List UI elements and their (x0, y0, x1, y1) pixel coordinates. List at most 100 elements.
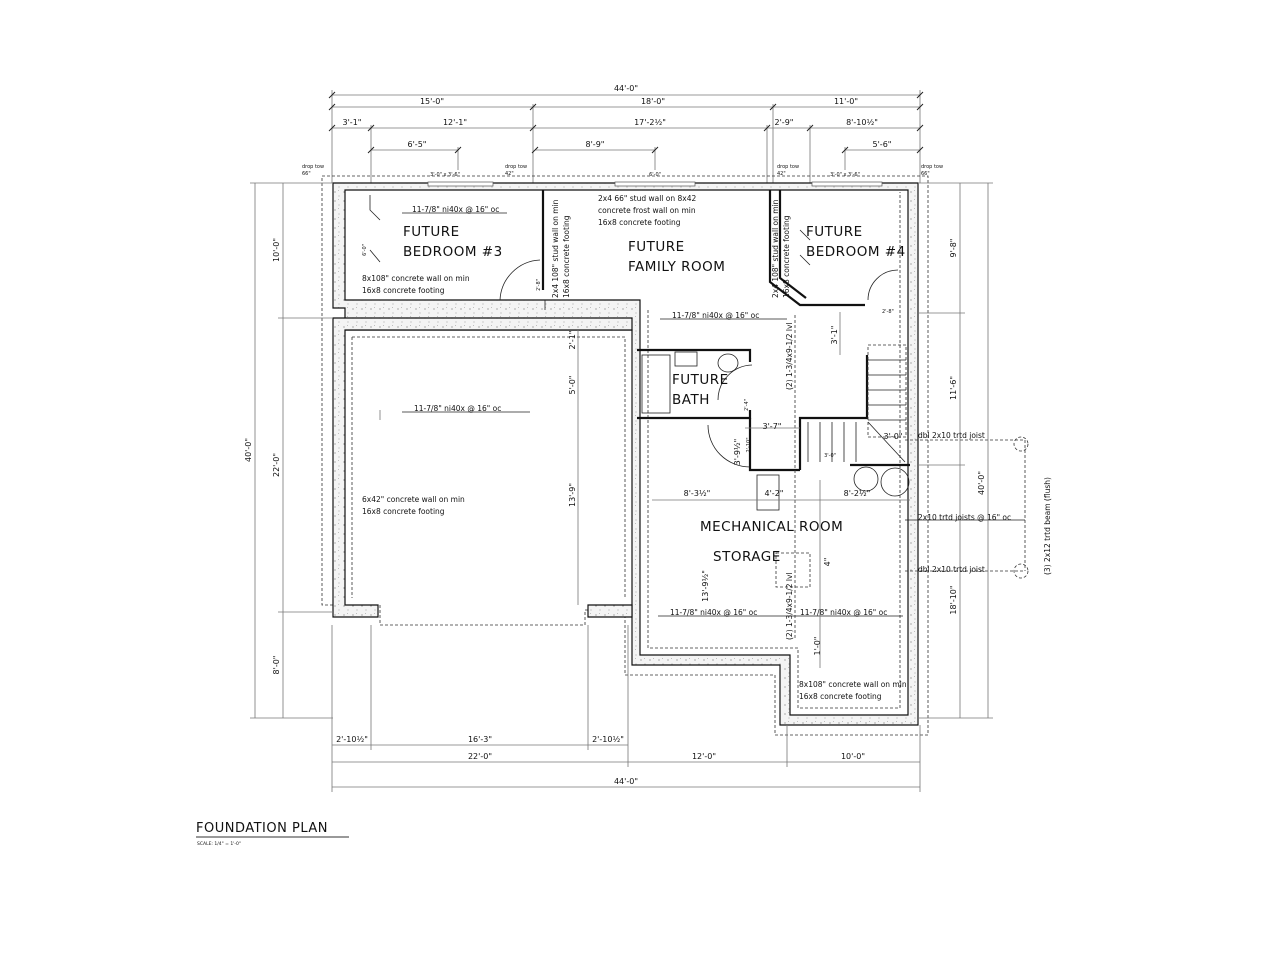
note-joist: 2x10 trtd joists @ 16" oc (918, 513, 1011, 522)
dim-label: 2'-8" (536, 279, 542, 291)
note-stud-wall: concrete frost wall on min (598, 206, 696, 215)
dim-bot-2: 12'-0" (692, 752, 716, 761)
dim-label: 3'-1" (830, 326, 839, 345)
dim-label: 13'-9½" (701, 570, 710, 602)
room-labels: FUTURE BEDROOM #3 FUTURE FAMILY ROOM FUT… (403, 224, 905, 565)
dim-label: 2'-1" (568, 331, 577, 350)
note-stud-wall: 2x4 108" stud wall on min (551, 199, 560, 298)
dim-left-1: 10'-0" (272, 238, 281, 262)
window-size-label: 3'-0" x 3'-6" (430, 172, 460, 178)
dim-label: 2'-4" (744, 399, 750, 411)
height-label: 66" (921, 171, 930, 177)
note-wall: 16x8 concrete footing (799, 692, 882, 701)
dim-label: 3'-0" (824, 453, 836, 459)
dim-label: 2'-8" (882, 309, 894, 315)
room-storage: STORAGE (713, 549, 781, 565)
height-label: 66" (302, 171, 311, 177)
window-size-label: 3'-0" x 3'-6" (830, 172, 860, 178)
room-family-line2: FAMILY ROOM (628, 259, 725, 275)
dim-bot-total: 44'-0" (614, 777, 638, 786)
dim-bot-1: 22'-0" (468, 752, 492, 761)
dim-label: 4" (823, 558, 832, 567)
foundation-walls (321, 175, 929, 736)
note-beam: (2) 1-3/4x9-1/2 lvl (785, 572, 794, 640)
room-bedroom4-line1: FUTURE (806, 224, 863, 240)
side-dimensions: 40'-0" 10'-0" 22'-0" 8'-0" 40'-0" 9'-8" … (244, 182, 993, 792)
dim-label: 3'-0" (884, 432, 903, 441)
note-stud-wall: 16x8 concrete footing (598, 218, 681, 227)
structural-notes: 11-7/8" ni40x @ 16" oc 8x108" concrete w… (362, 194, 1052, 701)
note-joist: 11-7/8" ni40x @ 16" oc (414, 404, 501, 413)
dim-label: 6'-0" (362, 244, 368, 256)
note-wall: 6x42" concrete wall on min (362, 495, 465, 504)
dim-left-3: 8'-0" (272, 656, 281, 675)
note-wall: 16x8 concrete footing (362, 286, 445, 295)
dim-label: 5'-0" (568, 376, 577, 395)
dim-label: 13'-9" (568, 483, 577, 507)
room-family-line1: FUTURE (628, 239, 685, 255)
note-beam: (2) 1-3/4x9-1/2 lvl (785, 322, 794, 390)
note-stud-wall: 16x8 concrete footing (782, 215, 791, 298)
drop-tow-label: drop tow (921, 164, 943, 170)
dim-label: 1'-0" (813, 637, 822, 656)
dim-label: 3'-9½" (733, 439, 742, 466)
note-stud-wall: 2x4 108" stud wall on min (771, 199, 780, 298)
dim-label: 4'-2" (765, 489, 784, 498)
dim-bot-3: 10'-0" (841, 752, 865, 761)
dim-top-2: 18'-0" (641, 97, 665, 106)
note-joist: dbl 2x10 trtd joist (918, 565, 985, 574)
interior-walls (369, 190, 1029, 640)
note-stud-wall: 2x4 66" stud wall on 8x42 (598, 194, 696, 203)
note-beam: (3) 2x12 trtd beam (flush) (1043, 477, 1052, 575)
note-wall: 8x108" concrete wall on min (362, 274, 470, 283)
dim-bot-b: 16'-3" (468, 735, 492, 744)
dim-right-1: 9'-8" (949, 239, 958, 258)
room-bath-line2: BATH (672, 392, 710, 408)
opening-labels: drop tow 66" drop tow 42" drop tow 42" d… (302, 164, 943, 178)
dim-top-h: 5'-6" (873, 140, 892, 149)
room-bath-line1: FUTURE (672, 372, 729, 388)
dim-bot-c: 2'-10½" (592, 735, 624, 744)
dim-bot-a: 2'-10½" (336, 735, 368, 744)
note-joist: 11-7/8" ni40x @ 16" oc (670, 608, 757, 617)
dim-right-2: 11'-6" (949, 376, 958, 400)
note-joist: 11-7/8" ni40x @ 16" oc (800, 608, 887, 617)
note-joist: dbl 2x10 trtd joist (918, 431, 985, 440)
window-size-label: 6'-0" (649, 172, 661, 178)
dim-top-d: 2'-9" (775, 118, 794, 127)
interior-dim-labels: 6'-0" 2'-8" 2'-8" 2'-1" 5'-0" 13'-9" 3'-… (362, 244, 902, 655)
note-joist: 11-7/8" ni40x @ 16" oc (412, 205, 499, 214)
dim-top-g: 8'-9" (586, 140, 605, 149)
note-stud-wall: 16x8 concrete footing (562, 215, 571, 298)
room-bedroom3-line1: FUTURE (403, 224, 460, 240)
drop-tow-label: drop tow (777, 164, 799, 170)
drawing-title: FOUNDATION PLAN (196, 821, 328, 836)
room-mechanical: MECHANICAL ROOM (700, 519, 843, 535)
drop-tow-label: drop tow (302, 164, 324, 170)
dim-top-f: 6'-5" (408, 140, 427, 149)
title-block: FOUNDATION PLAN SCALE: 1/4" = 1'-0" (196, 821, 349, 847)
room-bedroom3-line2: BEDROOM #3 (403, 244, 503, 260)
dim-left-total: 40'-0" (244, 438, 253, 462)
dim-top-1: 15'-0" (420, 97, 444, 106)
stairs (807, 344, 907, 463)
drop-tow-label: drop tow (505, 164, 527, 170)
drawing-scale: SCALE: 1/4" = 1'-0" (197, 841, 241, 847)
dim-top-b: 12'-1" (443, 118, 467, 127)
note-wall: 8x108" concrete wall on min (799, 680, 907, 689)
dim-top-3: 11'-0" (834, 97, 858, 106)
height-label: 42" (505, 171, 514, 177)
dim-label: 8'-3½" (684, 489, 711, 498)
dim-top-c: 17'-2½" (634, 118, 666, 127)
top-dimensions: 44'-0" 15'-0" 18'-0" 11'-0" 3'-1" 12'-1"… (328, 84, 924, 183)
dim-label: 3'-7" (763, 422, 782, 431)
height-label: 42" (777, 171, 786, 177)
dim-top-a: 3'-1" (343, 118, 362, 127)
dim-left-2: 22'-0" (272, 453, 281, 477)
dim-top-e: 8'-10½" (846, 118, 878, 127)
dim-top-total: 44'-0" (614, 84, 638, 93)
dim-label: 8'-2½" (844, 489, 871, 498)
dim-label: 2'-10" (746, 437, 752, 452)
interior-dimensions (379, 312, 910, 668)
